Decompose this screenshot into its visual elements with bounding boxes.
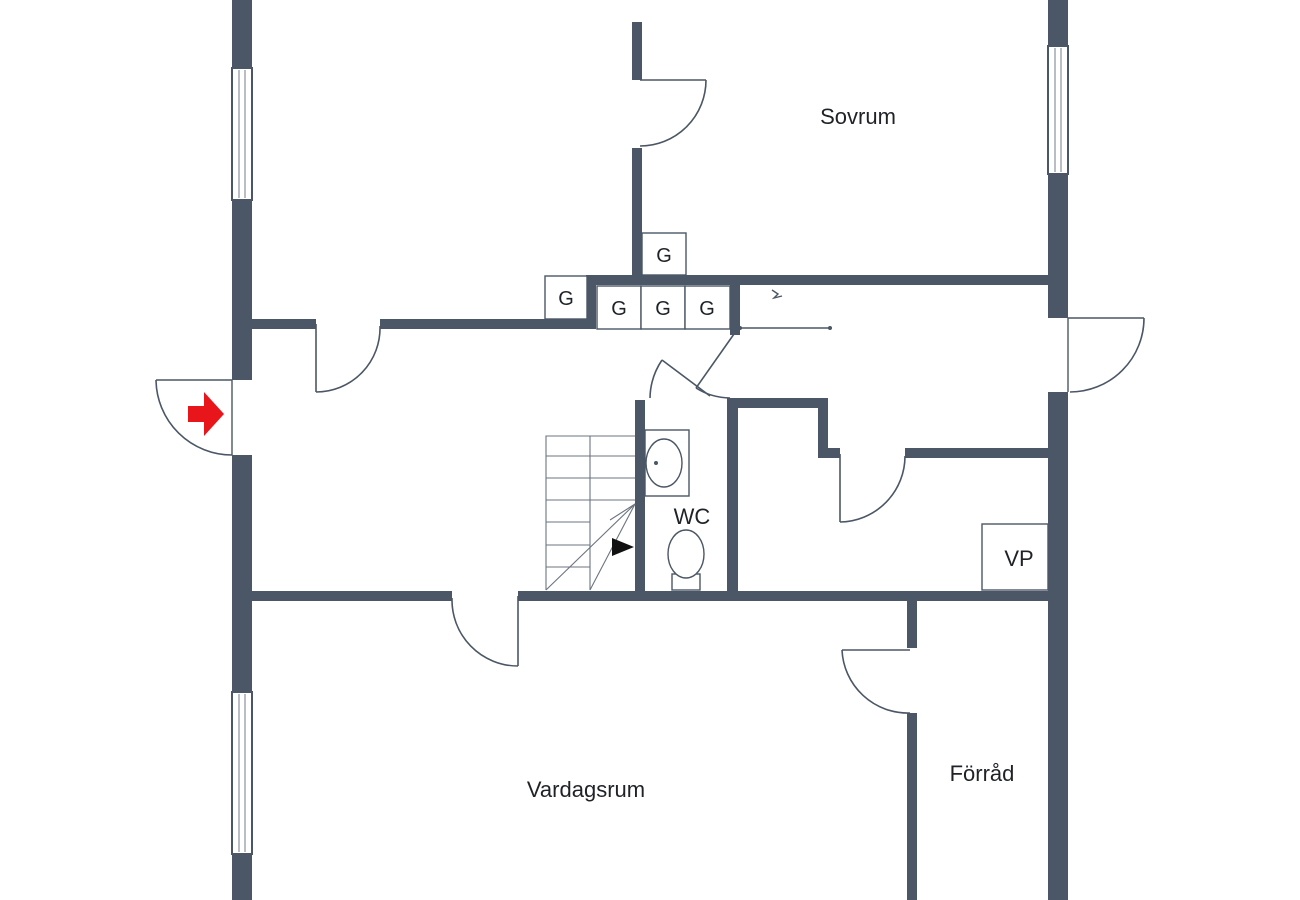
- cabinet-hall-3: [640, 285, 686, 330]
- cabinet-bedroom: [641, 232, 687, 276]
- cabinet-hall-1: [544, 275, 588, 320]
- room-label-vardagsrum: Vardagsrum: [527, 777, 645, 802]
- heat-pump-box: [981, 523, 1049, 591]
- hall-north-wall-b: [380, 319, 590, 329]
- bedroom-partition-top: [632, 22, 642, 80]
- room-labels: Sovrum WC VP Vardagsrum Förråd: [527, 104, 1034, 802]
- cabinet-hall-4: [684, 285, 731, 330]
- cabinet-label: G: [655, 298, 671, 320]
- cabinet-labels: G G G G G: [558, 245, 715, 320]
- door-entrance: [155, 379, 233, 456]
- door-living-room: [451, 596, 519, 667]
- door-utility: [695, 333, 735, 399]
- window-east-top: [1047, 45, 1069, 175]
- door-storage: [841, 649, 911, 714]
- cabinet-label: G: [611, 298, 627, 320]
- door-bedroom: [639, 79, 707, 147]
- window-west-top: [231, 67, 253, 201]
- east-wall-lower: [1048, 392, 1068, 900]
- stair-direction-arrow-icon: [612, 538, 634, 556]
- closet-top-wall: [586, 275, 1048, 285]
- bedroom-partition-bottom: [632, 148, 642, 280]
- utility-north-wall-a: [738, 398, 828, 408]
- door-east: [1067, 317, 1145, 393]
- room-label-vp: VP: [1004, 546, 1033, 571]
- utility-fixture: [738, 289, 832, 330]
- storage-wall-lower: [907, 713, 917, 900]
- utility-step-wall: [818, 398, 828, 458]
- room-label-wc: WC: [674, 504, 711, 529]
- room-label-forrad: Förråd: [950, 761, 1015, 786]
- cabinet-label: G: [558, 288, 574, 310]
- closet-left-wall: [586, 275, 596, 329]
- utility-north-wall-c: [905, 448, 1048, 458]
- windows: [231, 45, 1069, 855]
- closet-right-wall: [730, 283, 740, 335]
- wc-west-wall: [635, 400, 645, 600]
- room-label-sovrum: Sovrum: [820, 104, 896, 129]
- washbasin-icon: [644, 429, 690, 497]
- walls: [232, 0, 1068, 900]
- hall-north-wall-a: [252, 319, 316, 329]
- storage-wall-upper: [907, 600, 917, 648]
- door-wc: [649, 359, 711, 399]
- living-north-wall-b: [518, 591, 1048, 601]
- cabinets: [544, 232, 731, 330]
- cabinet-label: G: [699, 298, 715, 320]
- cabinet-label: G: [656, 245, 672, 267]
- entrance-arrow-icon: [188, 392, 224, 436]
- living-north-wall-a: [252, 591, 452, 601]
- door-utility-inner: [839, 454, 906, 523]
- doors: [155, 79, 1145, 714]
- staircase: [545, 435, 636, 591]
- door-top-left-room: [315, 324, 381, 393]
- wc-east-wall: [727, 398, 738, 600]
- toilet-icon: [667, 529, 705, 591]
- window-west-bottom: [231, 691, 253, 855]
- utility-north-wall-b: [818, 448, 840, 458]
